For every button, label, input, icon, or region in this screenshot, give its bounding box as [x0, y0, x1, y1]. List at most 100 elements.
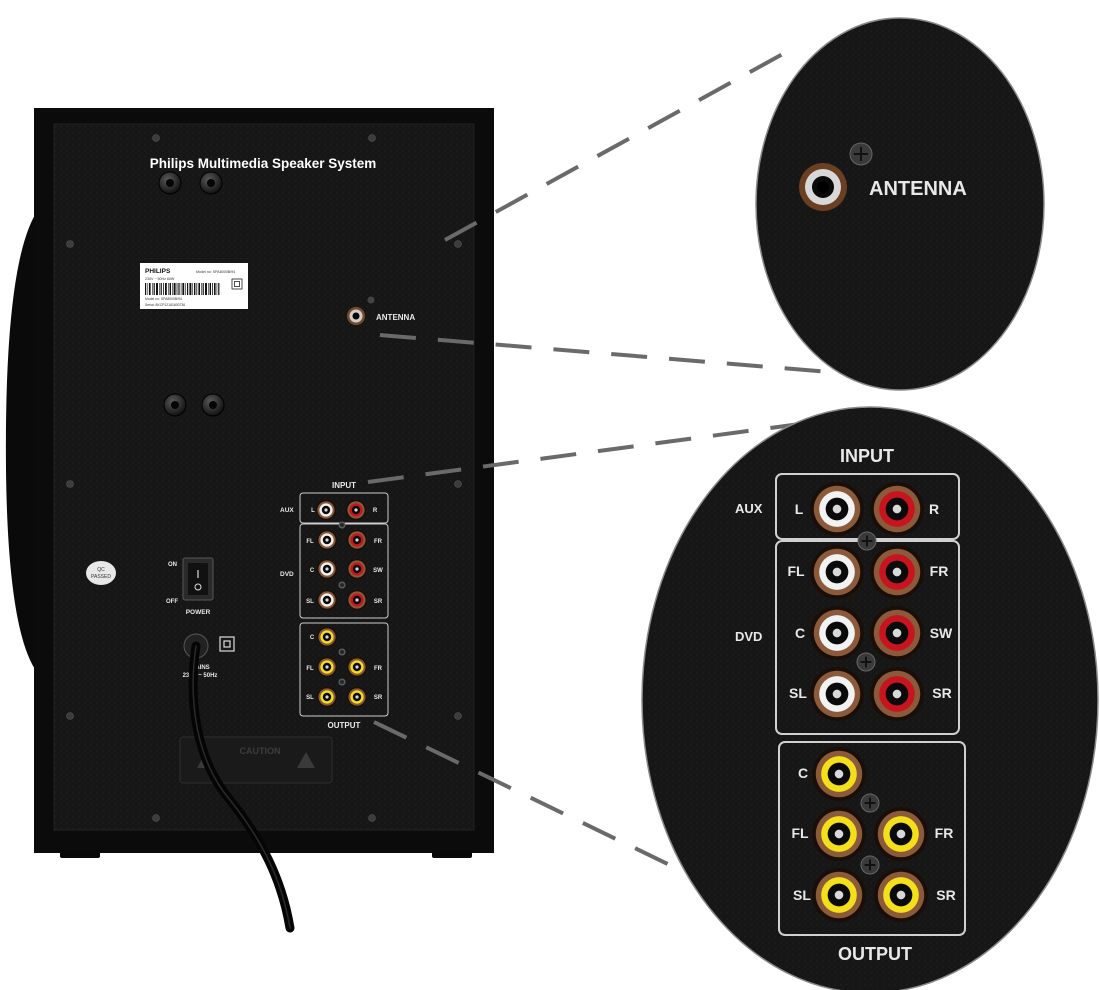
zoom-dvd-label: DVD	[735, 629, 762, 644]
screw-icon	[454, 480, 462, 488]
mains-line1: MAINS	[190, 665, 209, 671]
sticker-model-2: Model no: SPA8000B/94	[145, 297, 182, 301]
caution-label: CAUTION	[240, 746, 281, 756]
output-label: OUTPUT	[328, 721, 361, 730]
speaker-terminal-top	[158, 171, 223, 195]
speaker-unit: Philips Multimedia Speaker System	[5, 108, 494, 933]
zoom-output-frame	[778, 741, 966, 936]
switch-on-label: ON	[168, 562, 177, 568]
zoom-screws	[856, 531, 880, 875]
sticker-serial: Serial: 8KCP12181600736	[145, 303, 185, 307]
speaker-title: Philips Multimedia Speaker System	[150, 156, 377, 171]
speaker-foot-left	[60, 850, 100, 858]
label-l: L	[311, 508, 315, 514]
zoom-aux-label: AUX	[735, 501, 763, 516]
screw-icon	[66, 240, 74, 248]
zoom-label-out-fl: FL	[791, 825, 809, 841]
antenna-jack-zoom	[799, 163, 847, 211]
zoom-label-sl: SL	[789, 685, 807, 701]
zoom-label-l: L	[795, 501, 804, 517]
qc-sticker	[86, 561, 116, 585]
zoom-label-sw: SW	[930, 625, 953, 641]
rca-jack-out-sr	[347, 687, 367, 707]
rca-jack-dvd-c	[317, 559, 337, 579]
screw-icon	[860, 793, 880, 813]
zoom-label-out-sl: SL	[793, 887, 811, 903]
zoom-callout-lines	[367, 48, 831, 870]
warning-icon	[297, 752, 315, 768]
label-sw: SW	[373, 568, 383, 574]
rca-jack-aux-l-zoom	[810, 482, 864, 536]
switch-off-label: OFF	[166, 599, 178, 605]
rca-jack-dvd-sr-zoom	[870, 667, 924, 721]
zoom-output-label: OUTPUT	[838, 944, 912, 964]
rating-sticker: PHILIPS Model no: SPA8000B/94 230V ~ 50H…	[140, 263, 248, 309]
rca-jack-out-c-zoom	[812, 747, 866, 801]
rca-jack-dvd-sr	[347, 590, 367, 610]
zoom-label-sr: SR	[932, 685, 951, 701]
rca-jack-aux-l	[316, 500, 336, 520]
rca-jack-dvd-fl-zoom	[810, 545, 864, 599]
rca-jacks-zoom	[810, 482, 928, 922]
rca-jack-out-fr-zoom	[874, 807, 928, 861]
label-fl: FL	[306, 539, 314, 545]
power-label: POWER	[186, 609, 211, 616]
screw-icon	[152, 814, 160, 822]
screw-icon	[338, 581, 346, 589]
screw-icon	[454, 712, 462, 720]
sticker-rating: 230V ~ 50Hz 60W	[145, 277, 175, 281]
screw-icon	[338, 678, 346, 686]
label-c: C	[310, 568, 315, 574]
rca-jack-aux-r	[346, 500, 366, 520]
speaker-side-housing	[5, 210, 40, 676]
rca-jack-dvd-fr	[347, 530, 367, 550]
dvd-label: DVD	[280, 571, 294, 578]
screw-icon	[368, 814, 376, 822]
rca-jack-out-sl-zoom	[812, 868, 866, 922]
sticker-model: Model no: SPA8000B/94	[196, 270, 235, 274]
panel-screws	[66, 134, 462, 822]
label-out-fr: FR	[374, 666, 383, 672]
aux-label: AUX	[280, 507, 294, 514]
rca-jack-dvd-fr-zoom	[870, 545, 924, 599]
zoom-label-fl: FL	[787, 563, 805, 579]
screw-icon	[338, 648, 346, 656]
zoom-antenna: ANTENNA	[755, 17, 1045, 391]
screw-icon	[66, 712, 74, 720]
antenna-label-zoom: ANTENNA	[869, 178, 967, 200]
label-out-sl: SL	[306, 695, 314, 701]
double-insulation-icon	[219, 636, 235, 652]
rca-jack-out-fl	[317, 657, 337, 677]
mains-line2: 230V ~ 50Hz	[183, 673, 218, 679]
speaker-terminal-bottom	[163, 393, 225, 417]
screw-icon	[857, 531, 877, 551]
rca-jack-out-sl	[317, 687, 337, 707]
zoom-label-out-c: C	[798, 765, 808, 781]
qc-line2: PASSED	[91, 574, 111, 580]
rca-jack-out-c	[317, 627, 337, 647]
screw-icon	[66, 480, 74, 488]
screw-icon	[849, 142, 873, 166]
rca-jack-dvd-c-zoom	[810, 606, 864, 660]
label-sr: SR	[374, 599, 383, 605]
label-out-fl: FL	[306, 666, 314, 672]
rca-jack-dvd-sl	[317, 590, 337, 610]
rca-jack-dvd-sw	[347, 559, 367, 579]
zoom-label-c: C	[795, 625, 805, 641]
screw-icon	[338, 521, 346, 529]
barcode	[145, 283, 220, 295]
label-out-sr: SR	[374, 695, 383, 701]
zoom-label-fr: FR	[930, 563, 949, 579]
screw-icon	[152, 134, 160, 142]
zoom-label-r: R	[929, 501, 939, 517]
antenna-label: ANTENNA	[376, 313, 415, 322]
rca-jack-dvd-fl	[317, 530, 337, 550]
output-group-frame	[299, 622, 389, 717]
sticker-brand: PHILIPS	[145, 268, 171, 275]
label-sl: SL	[306, 599, 314, 605]
zoom-input-label: INPUT	[840, 446, 894, 466]
label-fr: FR	[374, 539, 383, 545]
input-label: INPUT	[332, 481, 356, 490]
label-out-c: C	[310, 635, 315, 641]
